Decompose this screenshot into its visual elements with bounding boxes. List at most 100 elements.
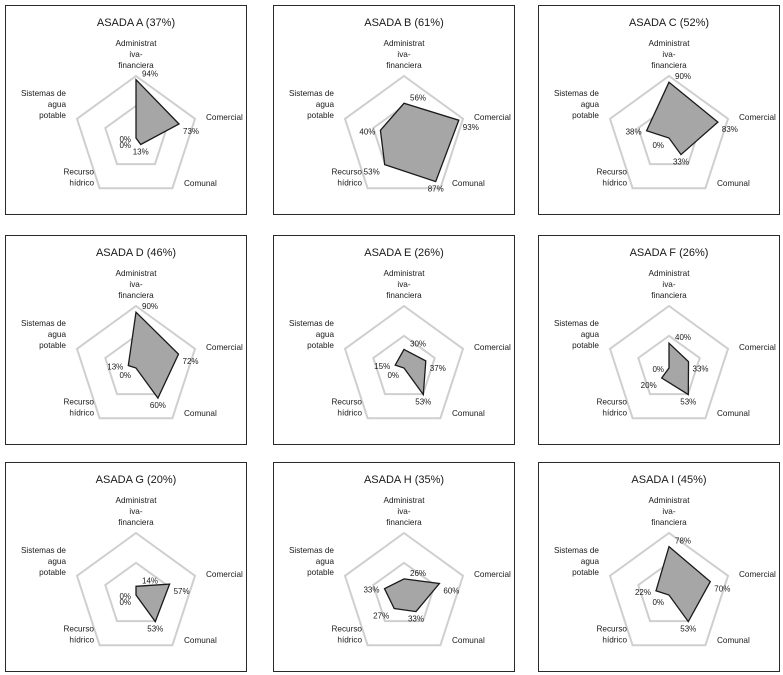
- value-label: 15%: [374, 362, 390, 371]
- value-label: 30%: [410, 339, 426, 348]
- value-label: 94%: [142, 70, 158, 79]
- chart-title: ASADA C (52%): [629, 17, 709, 29]
- value-label: 53%: [680, 625, 696, 634]
- chart-title: ASADA F (26%): [630, 247, 709, 259]
- value-label: 0%: [119, 371, 131, 380]
- value-label: 57%: [174, 587, 190, 596]
- value-label: 60%: [150, 401, 166, 410]
- radar-grid-ring: [343, 531, 465, 647]
- radar-grid-ring: [608, 304, 730, 420]
- radar-series-area: [645, 81, 719, 156]
- value-label: 13%: [133, 148, 149, 157]
- radar-grid-ring: [104, 561, 168, 623]
- value-label: 37%: [430, 364, 446, 373]
- axis-label-comercial: Comercial: [474, 343, 511, 352]
- value-label: 0%: [652, 365, 664, 374]
- radar-grid-ring: [637, 334, 701, 396]
- value-label: 33%: [673, 158, 689, 167]
- chart-title: ASADA I (45%): [631, 474, 706, 486]
- axis-label-comunal: Comunal: [184, 409, 217, 418]
- radar-grid-ring: [343, 74, 465, 190]
- value-label: 22%: [635, 588, 651, 597]
- chart-title: ASADA H (35%): [364, 474, 444, 486]
- value-label: 90%: [675, 72, 691, 81]
- value-label: 56%: [410, 93, 426, 102]
- value-label: 38%: [626, 128, 642, 137]
- value-label: 14%: [142, 576, 158, 585]
- radar-series-area: [383, 578, 441, 613]
- axis-label-comercial: Comercial: [206, 570, 243, 579]
- value-label: 83%: [722, 125, 738, 134]
- radar-series-area: [135, 583, 171, 623]
- value-label: 0%: [119, 598, 131, 607]
- value-label: 0%: [119, 592, 131, 601]
- value-label: 78%: [675, 537, 691, 546]
- radar-grid-ring: [75, 74, 197, 190]
- value-label: 13%: [107, 363, 123, 372]
- value-label: 93%: [463, 123, 479, 132]
- value-label: 20%: [641, 381, 657, 390]
- value-label: 0%: [652, 141, 664, 150]
- axis-label-comercial: Comercial: [474, 570, 511, 579]
- radar-grid-ring: [75, 304, 197, 420]
- value-label: 70%: [714, 585, 730, 594]
- radar-series-area: [379, 102, 460, 183]
- axis-label-comunal: Comunal: [717, 636, 750, 645]
- radar-grid-ring: [75, 531, 197, 647]
- radar-series-area: [660, 341, 690, 396]
- value-label: 0%: [652, 598, 664, 607]
- value-label: 33%: [363, 586, 379, 595]
- value-label: 26%: [410, 569, 426, 578]
- chart-title: ASADA E (26%): [364, 247, 443, 259]
- value-label: 33%: [693, 365, 709, 374]
- value-label: 53%: [680, 398, 696, 407]
- value-label: 87%: [428, 185, 444, 194]
- chart-title: ASADA D (46%): [96, 247, 176, 259]
- axis-label-comercial: Comercial: [206, 343, 243, 352]
- radar-series-area: [135, 78, 181, 146]
- axis-label-comercial: Comercial: [739, 570, 776, 579]
- value-label: 0%: [387, 371, 399, 380]
- chart-title: ASADA G (20%): [96, 474, 177, 486]
- axis-label-comercial: Comercial: [739, 113, 776, 122]
- value-label: 53%: [147, 625, 163, 634]
- value-label: 72%: [183, 357, 199, 366]
- axis-label-comunal: Comunal: [452, 409, 485, 418]
- value-label: 60%: [443, 587, 459, 596]
- value-label: 53%: [415, 398, 431, 407]
- value-label: 0%: [119, 135, 131, 144]
- axis-label-comunal: Comunal: [717, 409, 750, 418]
